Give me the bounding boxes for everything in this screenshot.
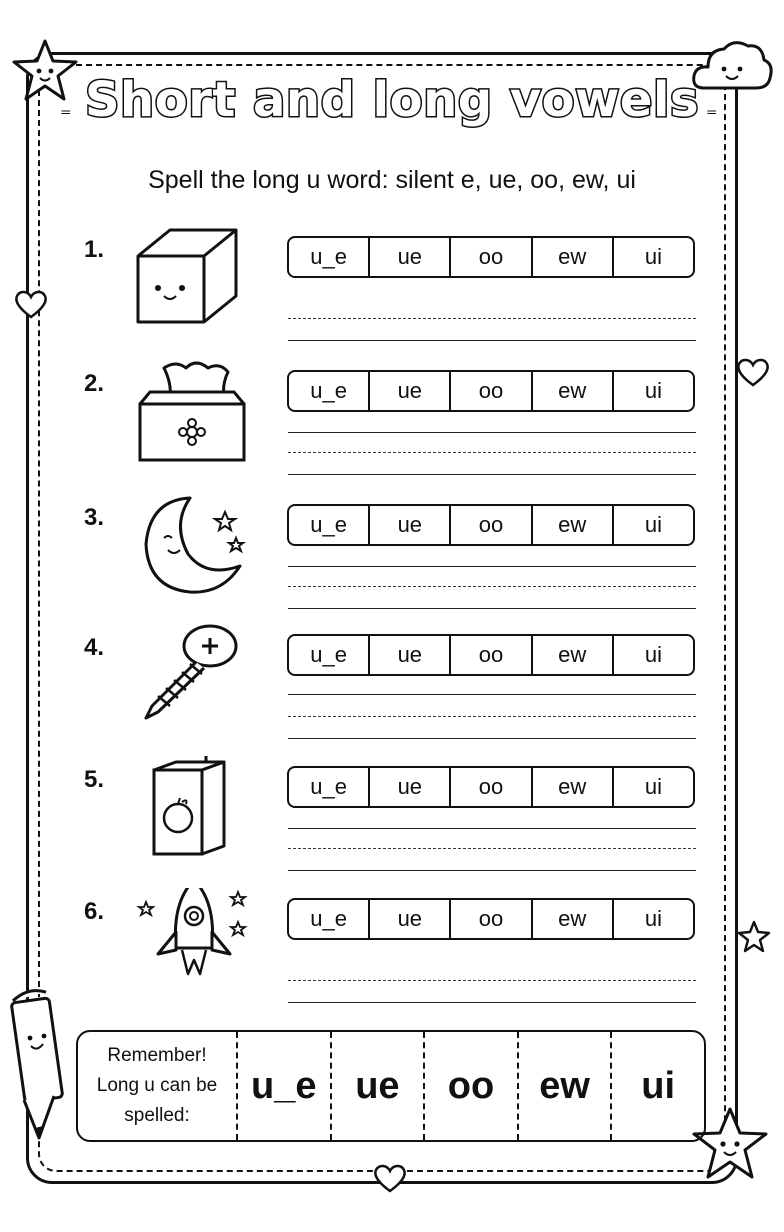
remember-text: Long u can be — [96, 1075, 218, 1096]
question-number: 1. — [84, 236, 105, 263]
choice-ui[interactable]: ui — [644, 642, 662, 667]
choice-ew[interactable]: ew — [533, 372, 614, 410]
rocket-icon — [136, 888, 248, 976]
choice-u_e[interactable]: u_e — [289, 636, 371, 674]
writing-line[interactable] — [288, 608, 696, 609]
choice-ui[interactable]: ui — [644, 906, 662, 931]
choice-ue[interactable]: ue — [370, 238, 452, 276]
choice-u_e[interactable]: u_e — [289, 506, 371, 544]
choice-ui[interactable]: ui — [644, 244, 662, 269]
writing-line-guide — [288, 716, 696, 717]
choice-oo[interactable]: oo — [451, 900, 533, 938]
writing-line-guide — [288, 318, 696, 319]
moon-icon — [144, 496, 246, 594]
question-number: 6. — [84, 898, 105, 925]
spelling-choices: u_e ue oo ew ui — [287, 766, 695, 808]
instructions: Spell the long u word: silent e, ue, oo,… — [148, 166, 636, 194]
choice-ue[interactable]: ue — [370, 900, 452, 938]
choice-ew[interactable]: ew — [533, 506, 614, 544]
screw-icon — [144, 624, 238, 720]
choice-oo[interactable]: oo — [451, 506, 533, 544]
question-number: 3. — [84, 504, 105, 531]
choice-u_e[interactable]: u_e — [289, 900, 371, 938]
choice-ue[interactable]: ue — [370, 636, 452, 674]
spelling-ui: ui — [641, 1064, 676, 1107]
star-icon — [737, 920, 771, 953]
spelling-oo: oo — [425, 1032, 519, 1140]
choice-oo[interactable]: oo — [451, 768, 533, 806]
choice-ew[interactable]: ew — [533, 238, 614, 276]
writing-line-guide — [288, 980, 696, 981]
remember-heading: Remember! — [107, 1045, 207, 1066]
question-row: 1. u_e ue oo ew ui — [0, 228, 784, 356]
choice-ue[interactable]: ue — [370, 506, 452, 544]
heart-icon — [374, 1164, 406, 1193]
writing-line[interactable] — [288, 340, 696, 341]
writing-line[interactable] — [288, 738, 696, 739]
writing-line[interactable] — [288, 432, 696, 433]
question-row: 6. u_e ue oo ew ui — [0, 888, 784, 1018]
spelling-ew: ew — [519, 1032, 613, 1140]
choice-u_e[interactable]: u_e — [289, 238, 371, 276]
writing-line[interactable] — [288, 566, 696, 567]
choice-u_e[interactable]: u_e — [289, 372, 371, 410]
choice-ui[interactable]: ui — [644, 512, 662, 537]
sparkle-icon: ⁼ — [706, 104, 718, 129]
spelling-choices: u_e ue oo ew ui — [287, 634, 695, 676]
question-number: 2. — [84, 370, 105, 397]
spelling-u_e: u_e — [238, 1032, 332, 1140]
writing-line[interactable] — [288, 828, 696, 829]
heart-icon — [737, 358, 769, 387]
heart-icon — [15, 290, 47, 319]
writing-line[interactable] — [288, 870, 696, 871]
tissue-box-icon — [138, 361, 246, 462]
question-number: 5. — [84, 766, 105, 793]
page-title: Short and long vowels — [83, 71, 700, 130]
star-face-icon — [12, 39, 78, 101]
choice-ui[interactable]: ui — [644, 378, 662, 403]
pencil-face-icon — [10, 989, 64, 1140]
sparkle-icon: ⁼ — [60, 104, 72, 129]
question-row: 3. u_e ue oo ew ui — [0, 496, 784, 624]
writing-line[interactable] — [288, 694, 696, 695]
spelling-ue: ue — [332, 1032, 426, 1140]
writing-line-guide — [288, 848, 696, 849]
choice-ui[interactable]: ui — [644, 774, 662, 799]
writing-line[interactable] — [288, 1002, 696, 1003]
choice-oo[interactable]: oo — [451, 636, 533, 674]
writing-line-guide — [288, 586, 696, 587]
question-number: 4. — [84, 634, 105, 661]
choice-ew[interactable]: ew — [533, 636, 614, 674]
juice-box-icon — [152, 756, 226, 856]
choice-ue[interactable]: ue — [370, 372, 452, 410]
writing-line-guide — [288, 452, 696, 453]
spelling-choices: u_e ue oo ew ui — [287, 236, 695, 278]
question-row: 2. u_e ue oo ew ui — [0, 361, 784, 490]
cube-icon — [136, 228, 238, 324]
choice-ew[interactable]: ew — [533, 768, 614, 806]
choice-ew[interactable]: ew — [533, 900, 614, 938]
remember-text: spelled: — [124, 1105, 190, 1126]
writing-line[interactable] — [288, 474, 696, 475]
spelling-choices: u_e ue oo ew ui — [287, 504, 695, 546]
question-row: 4. u_e ue oo ew ui — [0, 624, 784, 754]
choice-u_e[interactable]: u_e — [289, 768, 371, 806]
choice-oo[interactable]: oo — [451, 372, 533, 410]
spelling-choices: u_e ue oo ew ui — [287, 898, 695, 940]
choice-oo[interactable]: oo — [451, 238, 533, 276]
question-row: 5. u_e ue oo ew ui — [0, 756, 784, 886]
choice-ue[interactable]: ue — [370, 768, 452, 806]
cloud-face-icon — [692, 41, 773, 90]
spelling-choices: u_e ue oo ew ui — [287, 370, 695, 412]
remember-box: Remember! Long u can be spelled: u_e ue … — [76, 1030, 706, 1142]
remember-label: Remember! Long u can be spelled: — [78, 1032, 238, 1140]
